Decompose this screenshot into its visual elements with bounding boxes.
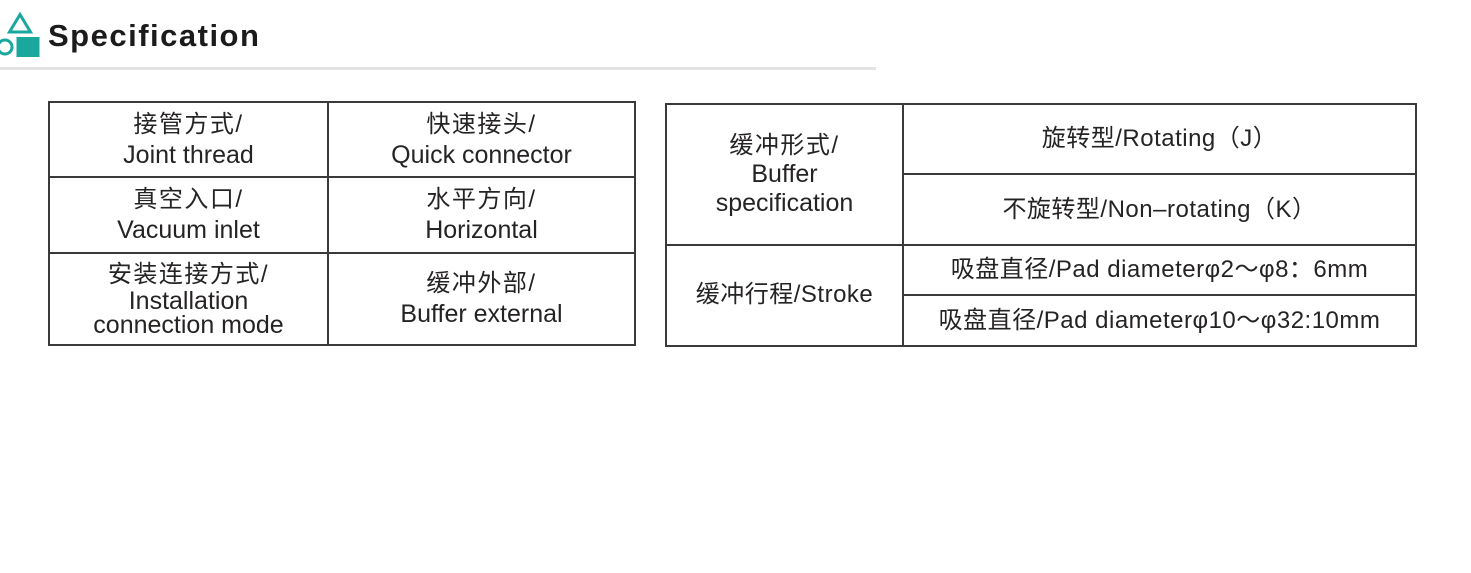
param-label-zh: 安装连接方式/ [107, 260, 270, 288]
option-label: 不旋转型/Non–rotating（K） [1002, 195, 1317, 223]
value-label-zh: 快速接头/ [426, 110, 537, 138]
connection-spec-table: 接管方式/ Joint thread 快速接头/ Quick connector… [48, 100, 636, 347]
option-cell: 吸盘直径/Pad diameterφ2～φ8：6mm [902, 243, 1417, 297]
param-label-zh: 缓冲形式/ [729, 131, 840, 159]
param-label-en: Installation [128, 286, 249, 315]
option-label: 旋转型/Rotating（J） [1041, 125, 1278, 153]
geometric-shapes-icon [0, 11, 43, 59]
header-divider [0, 67, 876, 70]
option-label: 吸盘直径/Pad diameterφ10～φ32:10mm [938, 306, 1381, 334]
param-label-zh: 真空入口/ [133, 186, 244, 214]
buffer-spec-table: 缓冲形式/ Buffer specification 旋转型/Rotating（… [665, 102, 1417, 348]
value-cell: 缓冲外部/ Buffer external [327, 251, 636, 347]
table-row: 不旋转型/Non–rotating（K） [666, 173, 1417, 246]
param-label-en: connection mode [93, 310, 284, 339]
param-label-en: Joint thread [123, 140, 254, 169]
param-label-en: Vacuum inlet [117, 216, 260, 245]
param-cell: 接管方式/ Joint thread [48, 100, 329, 179]
value-cell: 水平方向/ Horizontal [327, 176, 636, 254]
table-row: 接管方式/ Joint thread 快速接头/ Quick connector [48, 100, 636, 179]
param-label-en: specification [715, 188, 854, 217]
option-cell: 旋转型/Rotating（J） [902, 102, 1417, 176]
param-label-en: Buffer [751, 159, 818, 188]
table-row: 真空入口/ Vacuum inlet 水平方向/ Horizontal [48, 176, 636, 254]
param-cell: 真空入口/ Vacuum inlet [48, 176, 329, 254]
table-row: 安装连接方式/ Installation connection mode 缓冲外… [48, 251, 636, 347]
value-label-zh: 水平方向/ [426, 186, 537, 214]
option-label: 吸盘直径/Pad diameterφ2～φ8：6mm [950, 256, 1369, 284]
value-label-en: Horizontal [425, 216, 538, 245]
table-row: 缓冲行程/Stroke 吸盘直径/Pad diameterφ2～φ8：6mm [665, 243, 1417, 348]
param-cell: 安装连接方式/ Installation connection mode [48, 251, 329, 347]
section-title: Specification [48, 18, 261, 53]
option-cell: 吸盘直径/Pad diameterφ10～φ32:10mm [902, 294, 1417, 347]
table-row: 吸盘直径/Pad diameterφ10～φ32:10mm [666, 294, 1417, 347]
value-label-en: Quick connector [391, 140, 572, 169]
param-label: 缓冲行程/Stroke [695, 281, 874, 309]
value-label-en: Buffer external [400, 299, 563, 328]
table-row: 缓冲形式/ Buffer specification 旋转型/Rotating（… [665, 102, 1417, 246]
param-cell: 缓冲行程/Stroke [665, 243, 904, 348]
param-label-zh: 接管方式/ [133, 110, 244, 138]
option-cell: 不旋转型/Non–rotating（K） [902, 173, 1417, 246]
value-label-zh: 缓冲外部/ [426, 269, 537, 297]
value-cell: 快速接头/ Quick connector [327, 100, 636, 179]
param-cell: 缓冲形式/ Buffer specification [665, 103, 904, 246]
